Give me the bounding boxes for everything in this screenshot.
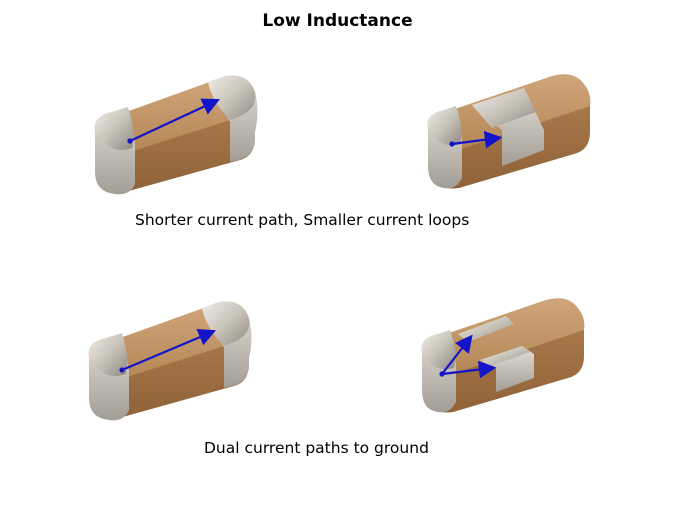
capacitor-standard-top <box>94 75 258 195</box>
capacitor-low-inductance-bottom <box>421 298 585 413</box>
caption-top: Shorter current path, Smaller current lo… <box>135 211 470 229</box>
capacitor-low-inductance-top <box>427 74 591 189</box>
slide-title: Low Inductance <box>262 11 413 31</box>
caption-bottom: Dual current paths to ground <box>204 439 429 457</box>
capacitor-standard-bottom <box>88 301 252 421</box>
